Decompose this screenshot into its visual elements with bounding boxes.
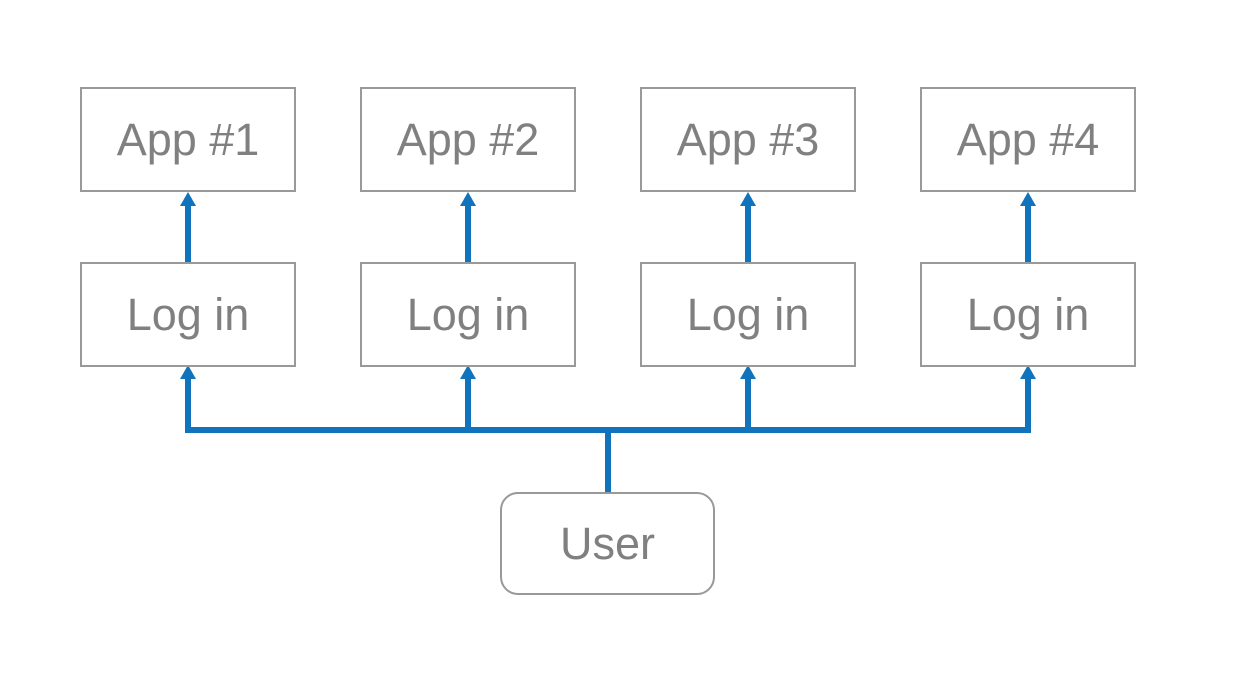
arrowhead-login-3 — [740, 365, 756, 379]
arrowhead-login-2 — [460, 365, 476, 379]
node-login-1: Log in — [80, 262, 296, 367]
node-login-1-label: Log in — [126, 288, 250, 340]
node-login-3-label: Log in — [686, 288, 810, 340]
node-login-2: Log in — [360, 262, 576, 367]
node-login-3: Log in — [640, 262, 856, 367]
node-user: User — [500, 492, 715, 595]
node-login-2-label: Log in — [406, 288, 530, 340]
node-app-2-label: App #2 — [396, 113, 540, 165]
arrowhead-app-1 — [180, 192, 196, 206]
node-app-3-label: App #3 — [676, 113, 820, 165]
node-app-2: App #2 — [360, 87, 576, 192]
node-login-4: Log in — [920, 262, 1136, 367]
arrowhead-login-1 — [180, 365, 196, 379]
arrowhead-app-2 — [460, 192, 476, 206]
bus-connector-line — [185, 378, 1031, 433]
node-app-4: App #4 — [920, 87, 1136, 192]
node-login-4-label: Log in — [966, 288, 1090, 340]
arrowhead-app-4 — [1020, 192, 1036, 206]
node-app-4-label: App #4 — [956, 113, 1100, 165]
node-app-3: App #3 — [640, 87, 856, 192]
arrowhead-login-4 — [1020, 365, 1036, 379]
node-app-1: App #1 — [80, 87, 296, 192]
node-app-1-label: App #1 — [116, 113, 260, 165]
node-user-label: User — [559, 517, 655, 569]
arrowhead-app-3 — [740, 192, 756, 206]
